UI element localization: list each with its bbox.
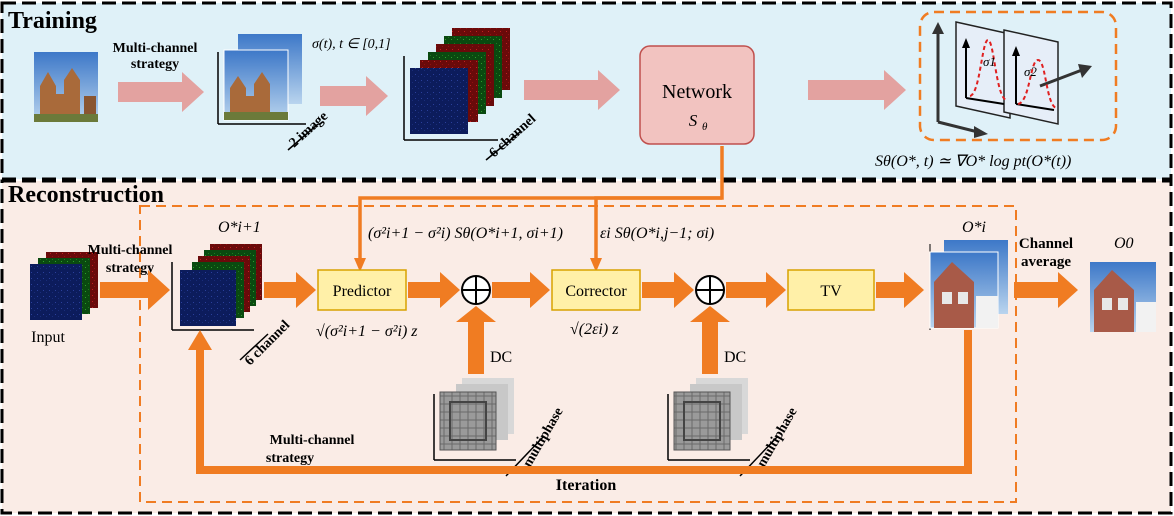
- training-arrow-2: [320, 76, 388, 116]
- predictor-box: [317, 269, 407, 311]
- o-zero-label: O0: [1114, 235, 1134, 252]
- training-arrow-4: [808, 70, 906, 110]
- to-tv-arrow: [726, 272, 786, 308]
- corrector-label: Corrector: [565, 283, 627, 300]
- input-stack: [30, 252, 98, 320]
- recon-strategy-label-1: Multi-channel: [88, 243, 173, 258]
- training-strategy-label-1: Multi-channel: [113, 41, 198, 56]
- recon-strategy-label-2: strategy: [106, 261, 154, 276]
- six-channel-stack: [403, 28, 510, 141]
- sigma-schedule-label: σ(t), t ∈ [0,1]: [312, 37, 391, 52]
- predictor-label: Predictor: [333, 283, 392, 300]
- network-feed-lines: [354, 146, 724, 272]
- to-predictor-arrow: [264, 272, 316, 308]
- tv-out-arrow: [876, 272, 924, 308]
- dc-label-1: DC: [490, 349, 512, 366]
- o-next-depth-axis: [239, 333, 269, 361]
- input-arrow: [100, 270, 170, 310]
- two-image-depth-axis: [287, 123, 319, 151]
- reconstruction-title: Reconstruction: [8, 182, 164, 208]
- predictor-score-formula: (σ²i+1 − σ²i) Sθ(O*i+1, σi+1): [368, 225, 563, 242]
- training-arrow-1: [118, 72, 204, 112]
- o-zero-house-image: [1090, 262, 1156, 332]
- to-corrector-arrow: [492, 272, 550, 308]
- two-image-stack: [217, 34, 306, 125]
- network-symbol: S: [689, 111, 698, 130]
- corrector-box: [551, 269, 641, 311]
- training-title: Training: [8, 8, 97, 34]
- input-label: Input: [31, 329, 65, 346]
- dc-arrow-1: [456, 306, 496, 374]
- bottom-strategy-label-1: Multi-channel: [270, 433, 355, 448]
- six-channel-depth-axis: [485, 131, 521, 161]
- iteration-region: [139, 205, 1017, 503]
- iteration-loop: [188, 330, 972, 474]
- o-i-label: O*i: [962, 219, 986, 236]
- iteration-label: Iteration: [556, 477, 617, 494]
- corrector-score-formula: εi Sθ(O*i,j−1; σi): [600, 225, 714, 242]
- tv-box: [787, 269, 875, 311]
- o-next-stack: [171, 244, 262, 331]
- predictor-noise-formula: √(σ²i+1 − σ²i) z: [316, 323, 418, 340]
- sigma1-label: σ1: [983, 54, 996, 69]
- training-arrow-3: [524, 70, 620, 110]
- channel-average-label-1: Channel: [1019, 236, 1073, 252]
- training-strategy-label-2: strategy: [131, 57, 179, 72]
- multiphase-stack-2: [667, 378, 750, 461]
- dc-label-2: DC: [724, 349, 746, 366]
- reconstruction-panel: [0, 179, 1173, 515]
- o-next-label: O*i+1: [218, 219, 261, 236]
- corrector-out-arrow: [642, 272, 694, 308]
- score-distribution-figure: [918, 10, 1118, 142]
- network-label: Network: [662, 81, 732, 103]
- channel-average-label-2: average: [1021, 254, 1071, 270]
- score-formula: Sθ(O*, t) ≃ ∇O* log pt(O*(t)): [875, 153, 1071, 170]
- dc-arrow-2: [690, 306, 730, 374]
- network-symbol-index: θ: [702, 121, 708, 133]
- multiphase-stack-1: [433, 378, 516, 461]
- o-i-house-stack: [929, 240, 1008, 330]
- church-photo: [34, 52, 98, 122]
- tv-label: TV: [820, 283, 842, 300]
- channel-average-arrow: [1014, 272, 1078, 308]
- bottom-strategy-label-2: strategy: [266, 451, 314, 466]
- network-box: [639, 45, 755, 145]
- sigma2-label: σ2: [1024, 64, 1037, 79]
- predictor-out-arrow: [408, 272, 460, 308]
- corrector-noise-formula: √(2εi) z: [570, 321, 619, 338]
